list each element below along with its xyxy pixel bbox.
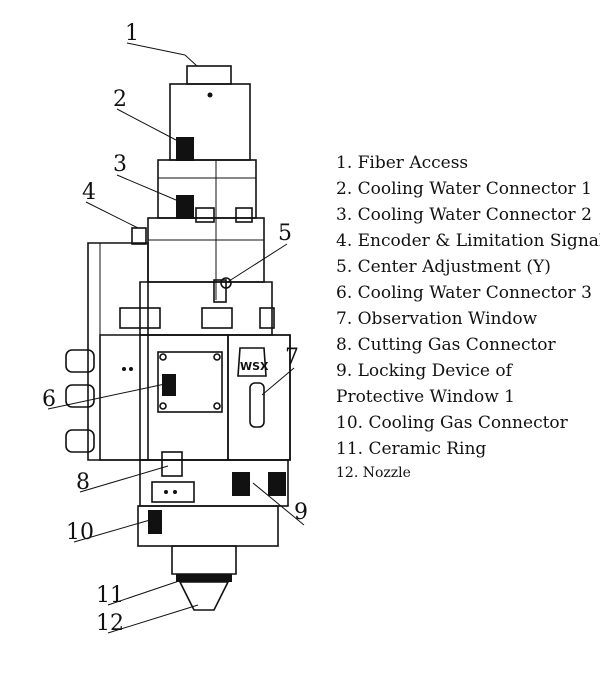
callout-9: 9	[294, 500, 308, 525]
brand-badge: WSX	[240, 360, 269, 373]
upper-body	[157, 137, 257, 223]
legend-item-ceramic-ring: 11. Ceramic Ring	[336, 439, 487, 459]
observation-window	[249, 382, 265, 428]
callout-3: 3	[113, 152, 127, 177]
callout-7: 7	[285, 345, 299, 370]
legend-item-fiber-access: 1. Fiber Access	[336, 153, 469, 173]
callout-8: 8	[76, 470, 90, 495]
legend-item-cooling-water-1: 2. Cooling Water Connector 1	[336, 179, 592, 199]
legend-item-cooling-water-2: 3. Cooling Water Connector 2	[336, 205, 592, 225]
legend-item-locking-device-cont: Protective Window 1	[336, 387, 515, 407]
callout-5: 5	[278, 221, 292, 246]
callout-6: 6	[42, 387, 56, 412]
legend-item-cutting-gas: 8. Cutting Gas Connector	[336, 335, 556, 355]
legend-item-cooling-water-3: 6. Cooling Water Connector 3	[336, 283, 592, 303]
ceramic-ring	[176, 574, 232, 582]
mid-body	[147, 217, 265, 303]
parts-legend: 1. Fiber Access 2. Cooling Water Connect…	[336, 150, 600, 484]
encoder-housing	[65, 227, 149, 461]
legend-item-observation-window: 7. Observation Window	[336, 309, 538, 329]
callout-12: 12	[96, 611, 124, 636]
legend-item-center-adjustment: 5. Center Adjustment (Y)	[336, 257, 551, 277]
nozzle	[178, 581, 230, 611]
observation-side: WSX	[227, 334, 291, 461]
lower-block	[139, 451, 289, 507]
callout-1: 1	[125, 21, 139, 46]
callout-numbers: 1 2 3 4 5 6 7 8 9 10 11 12	[42, 21, 308, 636]
legend-item-encoder: 4. Encoder & Limitation Signal	[336, 231, 600, 251]
leader-lines	[47, 42, 305, 634]
callout-4: 4	[82, 180, 96, 205]
callout-11: 11	[96, 583, 124, 608]
legend-item-nozzle: 12. Nozzle	[336, 465, 411, 481]
legend-item-cooling-gas: 10. Cooling Gas Connector	[336, 413, 568, 433]
legend-item-locking-device: 9. Locking Device of	[336, 361, 512, 381]
nozzle-assembly	[137, 505, 279, 611]
callout-2: 2	[113, 87, 127, 112]
callout-10: 10	[66, 520, 94, 545]
